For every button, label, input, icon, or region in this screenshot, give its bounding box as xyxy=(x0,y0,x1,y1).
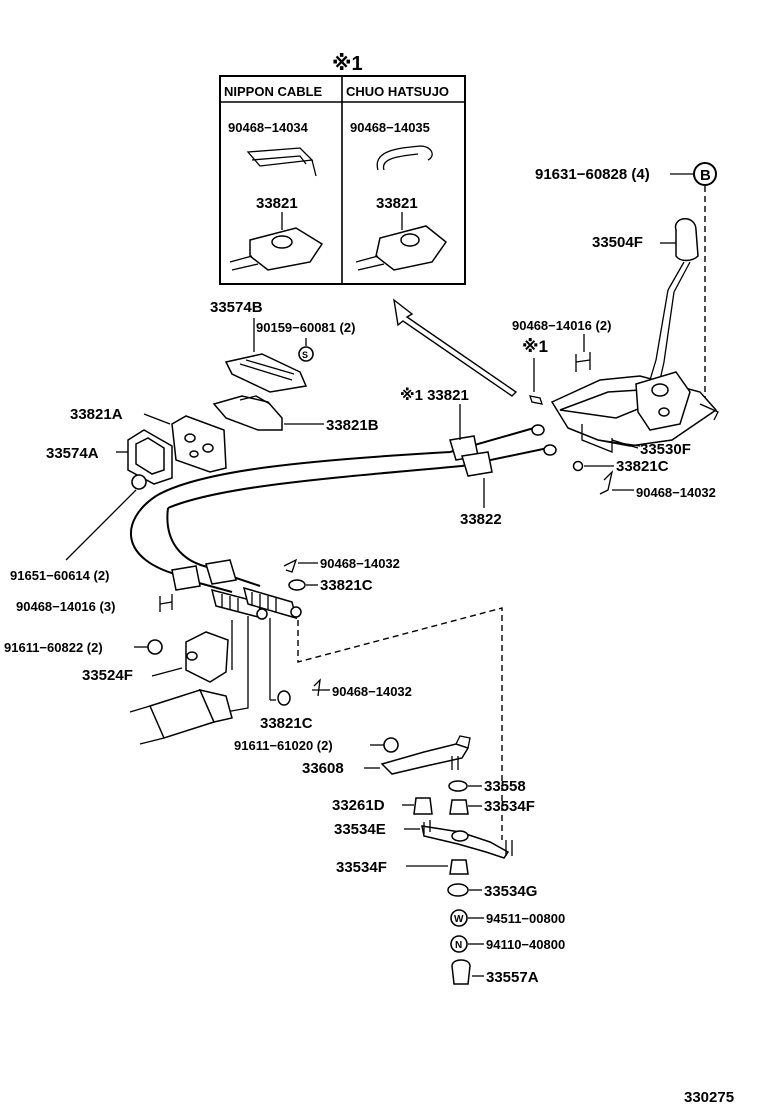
circle-b-letter: B xyxy=(700,167,711,184)
label-33524F: 33524F xyxy=(82,667,133,684)
bushing-33534F-a-icon xyxy=(449,799,469,815)
label-33821C-low: 33821C xyxy=(260,715,313,732)
cable-end-chuo-drawing xyxy=(355,225,448,271)
clip-90468-14032-low-icon xyxy=(312,678,322,697)
gasket-33574A xyxy=(127,429,173,485)
shift-cables xyxy=(130,424,557,620)
clip-90468-14032-mid-icon xyxy=(283,558,298,573)
washer-33558-icon xyxy=(448,780,468,792)
label-91651-60614: 91651−60614 (2) xyxy=(10,568,109,583)
inset-col1-part-label: 33821 xyxy=(256,195,298,212)
plate-33574B xyxy=(224,353,308,393)
lever-33608 xyxy=(380,735,471,775)
inset-col1-clip-label: 90468−14034 xyxy=(228,120,309,135)
lever-33534E xyxy=(421,820,513,859)
inset-table: ※1 NIPPON CABLE CHUO HATSUJO 90468−14034… xyxy=(219,53,466,285)
label-33821-marked: ※1 33821 xyxy=(400,386,469,404)
bracket-33524F xyxy=(185,616,249,713)
label-33534E: 33534E xyxy=(334,821,386,838)
inset-pointer-arrow xyxy=(393,298,518,397)
clip-chuo-drawing xyxy=(376,145,433,171)
label-33608: 33608 xyxy=(302,760,344,777)
cap-33557A-icon xyxy=(451,959,471,985)
clip-90468-14016-icon xyxy=(575,352,591,372)
label-94110-40800: 94110−40800 xyxy=(486,937,565,952)
clip-marker-icon xyxy=(529,395,543,405)
figure-number: 330275 xyxy=(684,1089,734,1106)
bushing-33261D-icon xyxy=(413,797,433,815)
label-90468-14032-low: 90468−14032 xyxy=(332,684,412,699)
label-33534F-a: 33534F xyxy=(484,798,535,815)
label-33504F: 33504F xyxy=(592,234,643,251)
transaxle-shaft xyxy=(129,688,233,745)
clip-90468-14032-right-icon xyxy=(599,469,614,495)
plate-33821A xyxy=(171,415,227,473)
clip-90468-14016-3-icon xyxy=(159,594,173,612)
circle-w-letter: W xyxy=(454,914,464,925)
circle-n-icon xyxy=(450,935,468,953)
inset-col2-header: CHUO HATSUJO xyxy=(346,84,449,99)
inset-col2-part-label: 33821 xyxy=(376,195,418,212)
label-33574A: 33574A xyxy=(46,445,99,462)
label-94511-00800: 94511−00800 xyxy=(486,911,565,926)
inset-col1-header: NIPPON CABLE xyxy=(224,84,323,99)
label-33821C-mid: 33821C xyxy=(320,577,373,594)
label-33821A: 33821A xyxy=(70,406,123,423)
label-33530F: 33530F xyxy=(640,441,691,458)
inset-col2-clip-label: 90468−14035 xyxy=(350,120,430,135)
label-90468-14016-3: 90468−14016 (3) xyxy=(16,599,115,614)
label-33821C-top: 33821C xyxy=(616,458,669,475)
label-91611-60822: 91611−60822 (2) xyxy=(4,640,103,655)
circle-w-icon xyxy=(450,909,468,927)
circle-s-letter: S xyxy=(302,350,308,360)
label-90468-14032-mid: 90468−14032 xyxy=(320,556,400,571)
label-33534G: 33534G xyxy=(484,883,537,900)
shift-knob xyxy=(667,218,699,293)
clip-nippon-drawing xyxy=(246,147,317,177)
circle-n-letter: N xyxy=(455,940,462,951)
marker-1: ※1 xyxy=(522,337,548,356)
shift-lever-assembly xyxy=(550,289,719,453)
label-33821B: 33821B xyxy=(326,417,379,434)
bushing-33534F-b-icon xyxy=(449,859,469,875)
inset-marker: ※1 xyxy=(332,53,363,75)
label-33534F-b: 33534F xyxy=(336,859,387,876)
label-90468-14032-right: 90468−14032 xyxy=(636,485,716,500)
circle-b-91611-61020-icon xyxy=(383,737,399,753)
label-91631-60828: 91631−60828 (4) xyxy=(535,166,650,183)
washer-33534G-icon xyxy=(447,883,469,897)
linkage-dashed-guide xyxy=(297,607,503,840)
circle-b-91611-60822-icon xyxy=(147,639,163,655)
cable-end-nippon-drawing xyxy=(229,227,324,271)
circle-b-icon xyxy=(693,162,717,186)
label-90468-14016-2: 90468−14016 (2) xyxy=(512,318,611,333)
circle-s-icon xyxy=(298,346,314,362)
bushing-33821C-mid-icon xyxy=(288,579,306,591)
label-33822: 33822 xyxy=(460,511,502,528)
plate-33821B xyxy=(212,395,283,431)
label-33558: 33558 xyxy=(484,778,526,795)
bushing-33821C-low-icon xyxy=(277,690,291,706)
bushing-33821C-top-icon xyxy=(572,460,584,472)
label-33574B: 33574B xyxy=(210,299,263,316)
circle-b-left-icon xyxy=(131,474,147,490)
label-33557A: 33557A xyxy=(486,969,539,986)
label-90159-60081: 90159−60081 (2) xyxy=(256,320,355,335)
label-91611-61020: 91611−61020 (2) xyxy=(234,738,333,753)
label-33261D: 33261D xyxy=(332,797,385,814)
